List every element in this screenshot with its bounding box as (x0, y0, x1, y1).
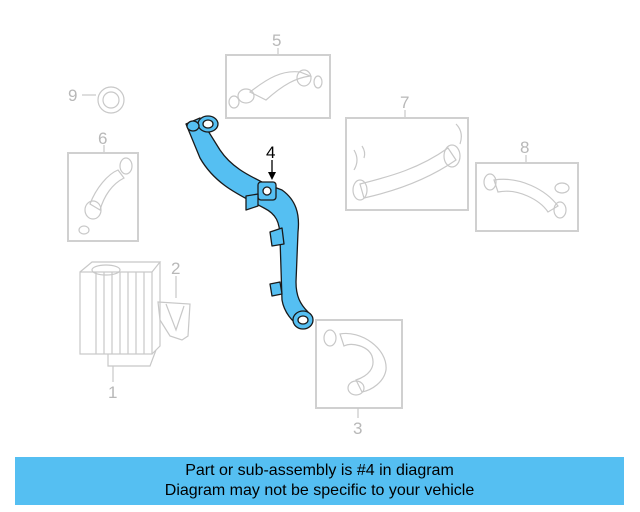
caption-line-1: Part or sub-assembly is #4 in diagram (185, 462, 454, 479)
callout-6: 6 (98, 129, 107, 148)
callout-8: 8 (520, 138, 529, 157)
callout-4: 4 (266, 143, 275, 162)
callout-5: 5 (272, 31, 281, 50)
part-1-intercooler (79, 261, 162, 382)
callout-1: 1 (108, 383, 117, 402)
part-7-box (345, 110, 469, 211)
part-2-bracket (157, 276, 191, 341)
callout-9: 9 (68, 86, 77, 105)
part-9-cap (82, 86, 125, 114)
part-5-box (225, 48, 331, 119)
caption-banner: Part or sub-assembly is #4 in diagram Di… (15, 457, 624, 505)
part-8-box (475, 155, 579, 232)
callout-7: 7 (400, 93, 409, 112)
part-4-charge-pipe[interactable] (185, 115, 314, 330)
background-parts (67, 48, 579, 418)
caption-line-2: Diagram may not be specific to your vehi… (164, 482, 475, 499)
callout-2: 2 (171, 259, 180, 278)
callout-3: 3 (353, 419, 362, 438)
part-3-box (315, 319, 403, 418)
part-6-box (67, 145, 139, 242)
